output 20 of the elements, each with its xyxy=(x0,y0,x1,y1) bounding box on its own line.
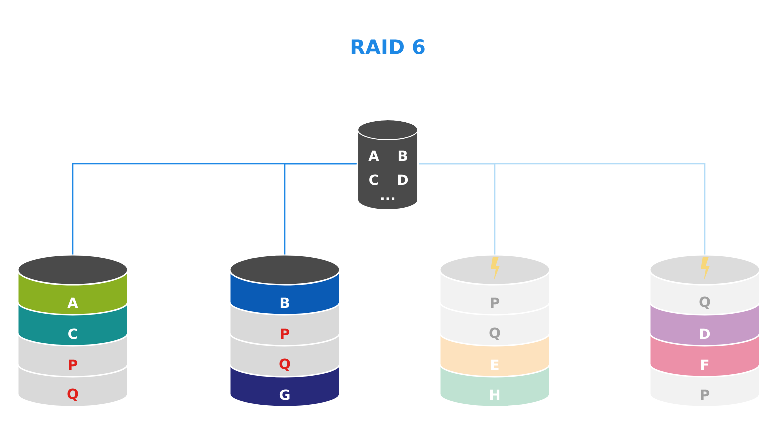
title: RAID 6 xyxy=(352,39,425,55)
disk-drawing: A C P Q xyxy=(17,254,129,408)
node-label: P xyxy=(701,390,710,400)
node-label: P xyxy=(281,328,290,340)
node-label: E xyxy=(492,360,499,370)
node-label: F xyxy=(702,360,709,370)
connector-line xyxy=(419,163,706,255)
node-label: Q xyxy=(68,388,78,402)
connector-line xyxy=(284,163,357,255)
node-label: G xyxy=(280,390,290,400)
disk-drawing: Q D F P xyxy=(649,254,761,408)
database-cylinder: A B C D ... xyxy=(358,120,418,210)
node-label: D xyxy=(700,328,710,340)
node-label: Q xyxy=(490,328,500,340)
disk-drawing: B P Q G xyxy=(229,254,341,408)
node-label: H xyxy=(490,390,500,400)
node-label: Q xyxy=(280,358,290,372)
disk-drawing: P Q E H xyxy=(439,254,551,408)
node-label: P xyxy=(69,360,78,370)
node-label: C xyxy=(68,328,78,340)
